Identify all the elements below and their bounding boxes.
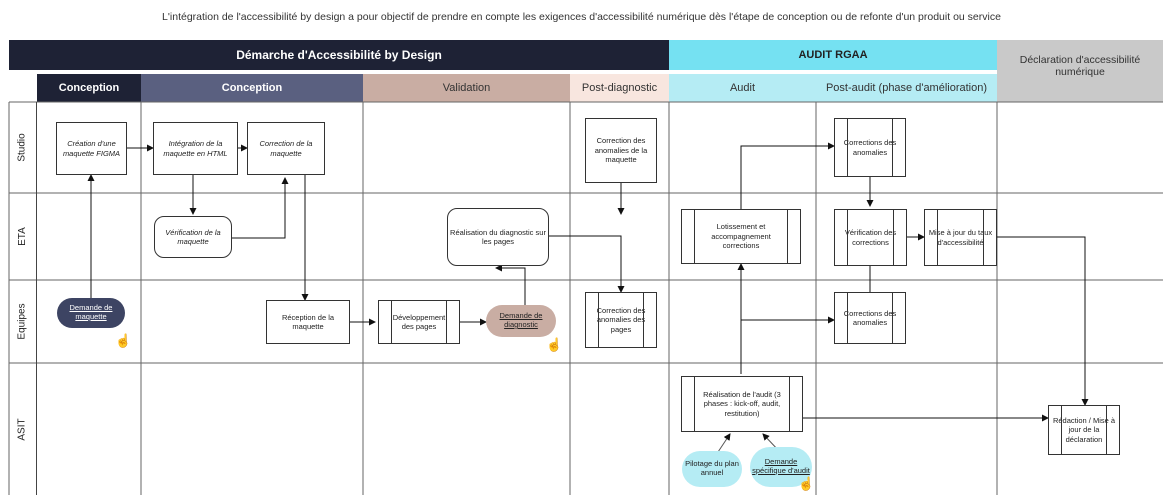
trigger-demande-maquette-text: Demande de maquette xyxy=(69,303,113,321)
header-declaration-label: Déclaration d'accessibilité numérique xyxy=(1019,54,1141,78)
box-correction-anomalies-maquette: Correction des anomalies de la maquette xyxy=(585,118,657,183)
box-corrections-anomalies-top-text: Corrections des anomalies xyxy=(843,138,897,157)
cursor-click-icon-3: ☝ xyxy=(798,476,815,491)
box-realisation-diagnostic-text: Réalisation du diagnostic sur les pages xyxy=(450,227,546,246)
trigger-pilotage-text: Pilotage du plan annuel xyxy=(685,459,739,477)
box-lotissement: Lotissement et accompagnement correction… xyxy=(681,209,801,264)
box-redaction: Rédaction / Mise à jour de la déclaratio… xyxy=(1048,405,1120,455)
lane-studio: Studio xyxy=(9,102,37,193)
header-demarche: Démarche d'Accessibilité by Design xyxy=(9,40,669,70)
phase-conception-2-label: Conception xyxy=(221,82,283,94)
phase-post-audit: Post-audit (phase d'amélioration) xyxy=(816,74,997,102)
lane-equipes-label: Equipes xyxy=(17,303,29,340)
box-developpement-pages: Développement des pages xyxy=(378,300,460,344)
box-integration-html: Intégration de la maquette en HTML xyxy=(153,122,238,175)
box-corrections-anomalies-bottom: Corrections des anomalies xyxy=(834,292,906,344)
box-creation-maquette: Création d'une maquette FIGMA xyxy=(56,122,127,175)
box-correction-anomalies-maquette-text: Correction des anomalies de la maquette xyxy=(594,136,648,165)
box-correction-maquette: Correction de la maquette xyxy=(247,122,325,175)
box-corrections-anomalies-bottom-text: Corrections des anomalies xyxy=(843,308,897,327)
phase-conception-1-label: Conception xyxy=(58,82,120,94)
box-lotissement-text: Lotissement et accompagnement correction… xyxy=(711,222,771,251)
box-correction-anomalies-pages-text: Correction des anomalies des pages xyxy=(596,305,646,334)
box-creation-maquette-text: Création d'une maquette FIGMA xyxy=(62,139,121,158)
phase-post-diagnostic-label: Post-diagnostic xyxy=(581,82,658,94)
box-reception-maquette: Réception de la maquette xyxy=(266,300,350,344)
phase-validation-label: Validation xyxy=(442,82,491,94)
box-mise-a-jour-taux-text: Mise à jour du taux d'accessibilité xyxy=(928,228,993,247)
trigger-demande-diagnostic[interactable]: Demande de diagnostic xyxy=(486,305,556,337)
box-corrections-anomalies-top: Corrections des anomalies xyxy=(834,118,906,177)
cursor-click-icon: ☝ xyxy=(115,333,132,348)
phase-audit: Audit xyxy=(669,74,816,102)
box-correction-maquette-text: Correction de la maquette xyxy=(259,139,313,158)
trigger-pilotage[interactable]: Pilotage du plan annuel xyxy=(682,451,742,487)
intro-caption: L'intégration de l'accessibilité by desi… xyxy=(162,11,1001,23)
trigger-demande-audit[interactable]: Demande spécifique d'audit xyxy=(750,447,812,487)
lane-asit: ASIT xyxy=(9,363,37,495)
trigger-demande-audit-text: Demande spécifique d'audit xyxy=(752,457,810,475)
box-reception-maquette-text: Réception de la maquette xyxy=(281,312,335,331)
box-realisation-audit: Réalisation de l'audit (3 phases : kick-… xyxy=(681,376,803,432)
box-verification-corrections: Vérification des corrections xyxy=(834,209,907,266)
header-demarche-label: Démarche d'Accessibilité by Design xyxy=(236,48,442,62)
box-verification-corrections-text: Vérification des corrections xyxy=(844,228,897,247)
lane-eta: ETA xyxy=(9,193,37,280)
header-audit-rgaa: AUDIT RGAA xyxy=(669,40,997,70)
lane-asit-label: ASIT xyxy=(16,417,28,441)
phase-post-audit-label: Post-audit (phase d'amélioration) xyxy=(825,82,988,94)
header-audit-label: AUDIT RGAA xyxy=(798,49,868,61)
box-verification-maquette: Vérification de la maquette xyxy=(154,216,232,258)
trigger-demande-maquette[interactable]: Demande de maquette xyxy=(57,298,125,328)
lane-eta-label: ETA xyxy=(17,227,28,246)
trigger-demande-diagnostic-text: Demande de diagnostic xyxy=(499,311,543,329)
lane-equipes: Equipes xyxy=(9,280,37,363)
lane-studio-label: Studio xyxy=(17,133,29,162)
phase-post-diagnostic: Post-diagnostic xyxy=(570,74,669,102)
box-developpement-pages-text: Développement des pages xyxy=(392,312,446,331)
cursor-click-icon-2: ☝ xyxy=(546,337,563,352)
phase-conception-2: Conception xyxy=(141,74,363,102)
box-verification-maquette-text: Vérification de la maquette xyxy=(165,227,221,246)
box-redaction-text: Rédaction / Mise à jour de la déclaratio… xyxy=(1052,415,1116,444)
box-integration-html-text: Intégration de la maquette en HTML xyxy=(163,139,228,158)
box-mise-a-jour-taux: Mise à jour du taux d'accessibilité xyxy=(924,209,997,266)
box-correction-anomalies-pages: Correction des anomalies des pages xyxy=(585,292,657,348)
phase-conception-1: Conception xyxy=(37,74,141,102)
box-realisation-audit-text: Réalisation de l'audit (3 phases : kick-… xyxy=(703,389,781,418)
phase-validation: Validation xyxy=(363,74,570,102)
header-declaration: Déclaration d'accessibilité numérique xyxy=(997,40,1163,102)
phase-audit-label: Audit xyxy=(729,82,756,94)
box-realisation-diagnostic: Réalisation du diagnostic sur les pages xyxy=(447,208,549,266)
